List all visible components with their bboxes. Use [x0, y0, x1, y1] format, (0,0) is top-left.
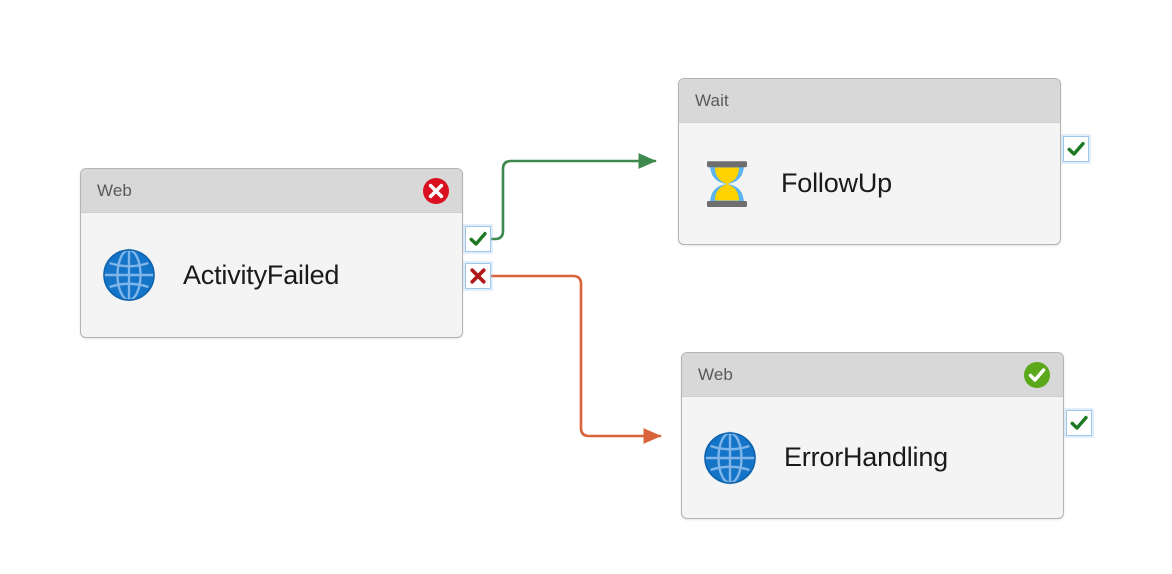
node-header: Web: [682, 353, 1063, 397]
port-activity-failed-error[interactable]: [465, 263, 491, 289]
globe-icon: [702, 430, 758, 486]
node-label: ErrorHandling: [784, 442, 948, 472]
connector-error-branch: [489, 274, 662, 445]
node-header-title: Web: [698, 364, 733, 384]
hourglass-icon: [699, 156, 755, 212]
node-body: ErrorHandling: [682, 397, 1063, 518]
globe-icon: [101, 247, 157, 303]
connector-success-branch: [489, 152, 657, 241]
node-header-title: Wait: [695, 90, 729, 110]
check-icon: [1067, 141, 1085, 156]
node-label: FollowUp: [781, 168, 892, 198]
port-follow-up-success[interactable]: [1063, 136, 1089, 162]
port-error-handling-success[interactable]: [1066, 410, 1092, 436]
node-header: Web: [81, 169, 462, 213]
node-label: ActivityFailed: [183, 259, 340, 290]
node-body: ActivityFailed: [81, 213, 462, 337]
success-circle-icon: [1023, 361, 1051, 389]
node-follow-up[interactable]: Wait FollowUp: [678, 78, 1061, 245]
cross-icon: [470, 268, 486, 284]
port-activity-failed-success[interactable]: [465, 226, 491, 252]
node-error-handling[interactable]: Web: [681, 352, 1064, 519]
node-header-title: Web: [97, 180, 132, 200]
node-activity-failed[interactable]: Web: [80, 168, 463, 338]
node-header: Wait: [679, 79, 1060, 123]
check-icon: [469, 231, 487, 246]
node-body: FollowUp: [679, 123, 1060, 244]
check-icon: [1070, 415, 1088, 430]
error-circle-icon: [422, 177, 450, 205]
